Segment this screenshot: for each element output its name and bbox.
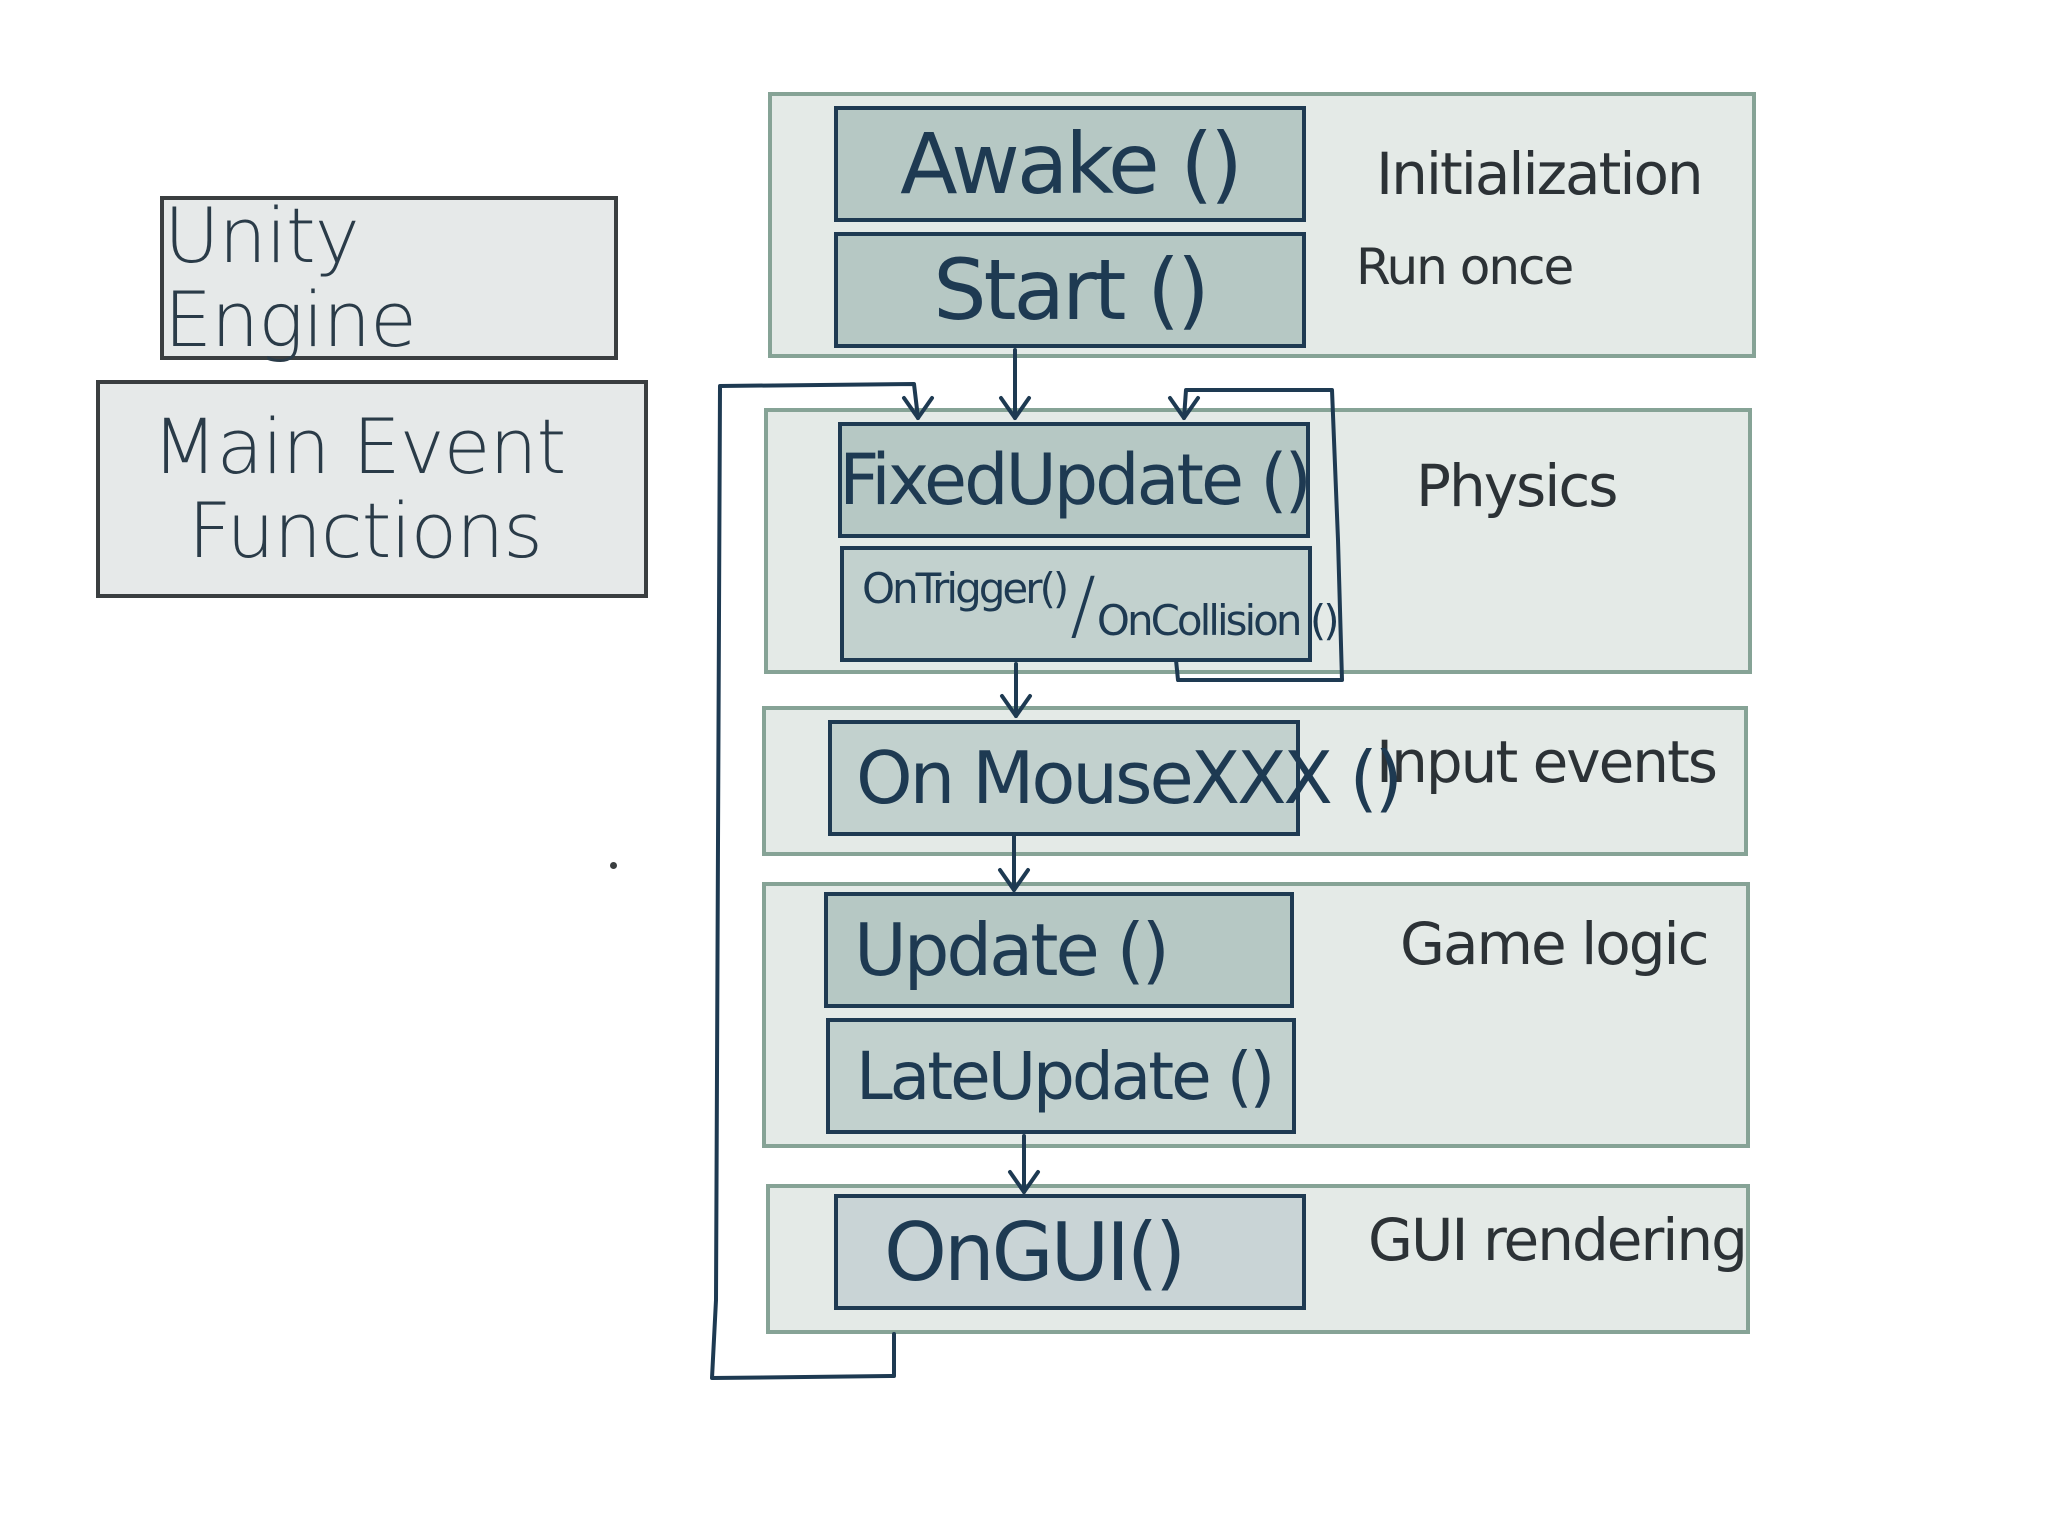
- late-update-function-box: LateUpdate (): [826, 1018, 1296, 1134]
- stage-label-input: Input events: [1376, 728, 1718, 796]
- stage-label-game-logic: Game logic: [1400, 910, 1710, 978]
- unity-engine-box: Unity Engine: [160, 191, 618, 364]
- arrowhead-main-loop: [902, 396, 934, 420]
- stage-label-physics: Physics: [1416, 452, 1618, 520]
- late-update-function-label: LateUpdate (): [856, 1037, 1275, 1115]
- on-mouse-function-box: On MouseXXX (): [828, 720, 1403, 836]
- stray-dot: [610, 862, 617, 869]
- start-function-box: Start (): [834, 232, 1306, 348]
- on-gui-function-box: OnGUI(): [834, 1194, 1306, 1310]
- awake-function-box: Awake (): [834, 106, 1306, 222]
- main-event-functions-box: Main Event Functions: [96, 380, 648, 598]
- trigger-collision-slash: /: [1070, 559, 1096, 649]
- arrowhead-start-to-fixed-update: [999, 396, 1031, 420]
- update-function-label: Update (): [854, 908, 1170, 992]
- unity-engine-label: Unity Engine: [164, 191, 417, 364]
- awake-function-label: Awake (): [900, 115, 1243, 213]
- arrowhead-input-to-update: [998, 868, 1030, 892]
- fixed-update-function-box: FixedUpdate (): [838, 422, 1312, 538]
- on-gui-function-label: OnGUI(): [884, 1205, 1186, 1299]
- loop-physics: [1174, 388, 1344, 682]
- stage-label-initialization: Initialization: [1376, 140, 1704, 208]
- arrowhead-late-update-to-on-gui: [1008, 1170, 1040, 1194]
- main-event-functions-line1: Main Event: [152, 402, 566, 492]
- stage-label-gui: GUI rendering: [1368, 1206, 1748, 1274]
- loop-main: [710, 382, 920, 1380]
- update-function-box: Update (): [824, 892, 1294, 1008]
- stage-sublabel-run-once: Run once: [1356, 238, 1574, 296]
- fixed-update-function-label: FixedUpdate (): [839, 439, 1312, 521]
- on-trigger-function-label: OnTrigger(): [862, 563, 1069, 613]
- trigger-collision-function-box: OnTrigger() / OnCollision (): [840, 546, 1340, 662]
- on-collision-function-label: OnCollision (): [1096, 595, 1340, 645]
- arrowhead-physics-to-input: [1000, 694, 1032, 718]
- arrowhead-physics-loop: [1168, 396, 1200, 420]
- main-event-functions-line2: Functions: [188, 486, 543, 575]
- on-mouse-function-label: On MouseXXX (): [856, 736, 1403, 820]
- start-function-label: Start (): [933, 241, 1209, 339]
